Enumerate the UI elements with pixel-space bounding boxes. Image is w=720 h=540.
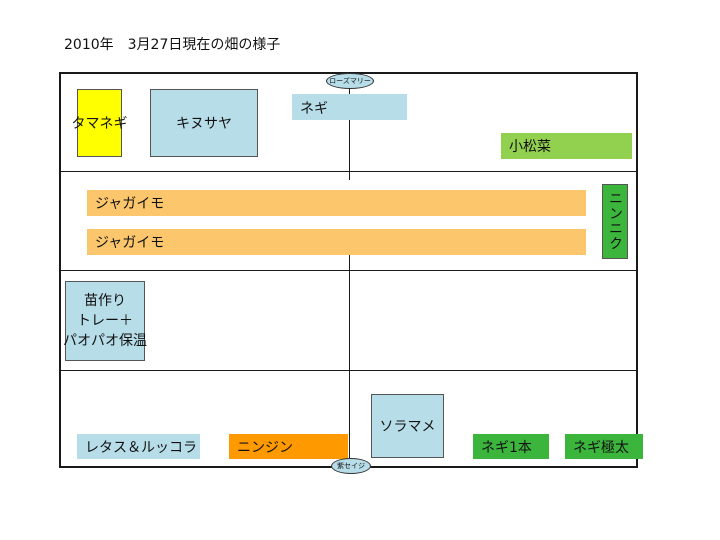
plot-label: レタス＆ルッコラ (85, 439, 197, 456)
page-title: 2010年 3月27日現在の畑の様子 (64, 37, 281, 53)
plot-label: タマネギ (71, 116, 128, 132)
plot-tamanegi: タマネギ (72, 89, 128, 157)
row-divider-1 (59, 171, 638, 172)
marker-rosemary: ローズマリー (326, 73, 374, 89)
seedling-line-3: パオパオ保温 (63, 333, 147, 349)
plot-negi-one: ネギ1本 (473, 434, 549, 459)
plot-soramame: ソラマメ (371, 394, 444, 458)
plot-label: ジャガイモ (95, 235, 165, 251)
center-divider-top (349, 72, 350, 180)
marker-label: 紫セイジ (337, 462, 365, 470)
plot-negi-gokubuto: ネギ極太 (565, 434, 643, 459)
plot-label: ニンニク (607, 191, 623, 251)
plot-label: キヌサヤ (176, 116, 232, 132)
plot-seedling: 苗作り トレー＋ パオパオ保温 (63, 281, 147, 361)
plot-label: ネギ極太 (573, 439, 629, 456)
row-divider-2 (59, 270, 638, 271)
plot-label: ネギ1本 (481, 439, 532, 456)
seedling-line-1: 苗作り (84, 293, 126, 309)
plot-ninjin: ニンジン (229, 434, 348, 459)
plot-lettuce: レタス＆ルッコラ (77, 434, 200, 459)
plot-label: ジャガイモ (95, 196, 165, 212)
marker-label: ローズマリー (329, 77, 371, 85)
plot-jagaimo-1: ジャガイモ (87, 190, 586, 216)
plot-negi-top: ネギ (292, 94, 407, 120)
plot-label: ソラマメ (379, 419, 436, 435)
plot-jagaimo-2: ジャガイモ (87, 229, 586, 255)
plot-komatsuna: 小松菜 (501, 133, 632, 159)
row-divider-3 (59, 370, 638, 371)
marker-purple-sage: 紫セイジ (331, 458, 371, 474)
center-divider-bottom (349, 254, 350, 468)
plot-label: 小松菜 (509, 139, 551, 155)
plot-label: ネギ (300, 101, 328, 117)
plot-ninniku: ニンニク (602, 184, 628, 259)
plot-kinusaya: キヌサヤ (150, 89, 258, 157)
plot-label: ニンジン (237, 439, 293, 456)
seedling-line-2: トレー＋ (77, 313, 133, 329)
